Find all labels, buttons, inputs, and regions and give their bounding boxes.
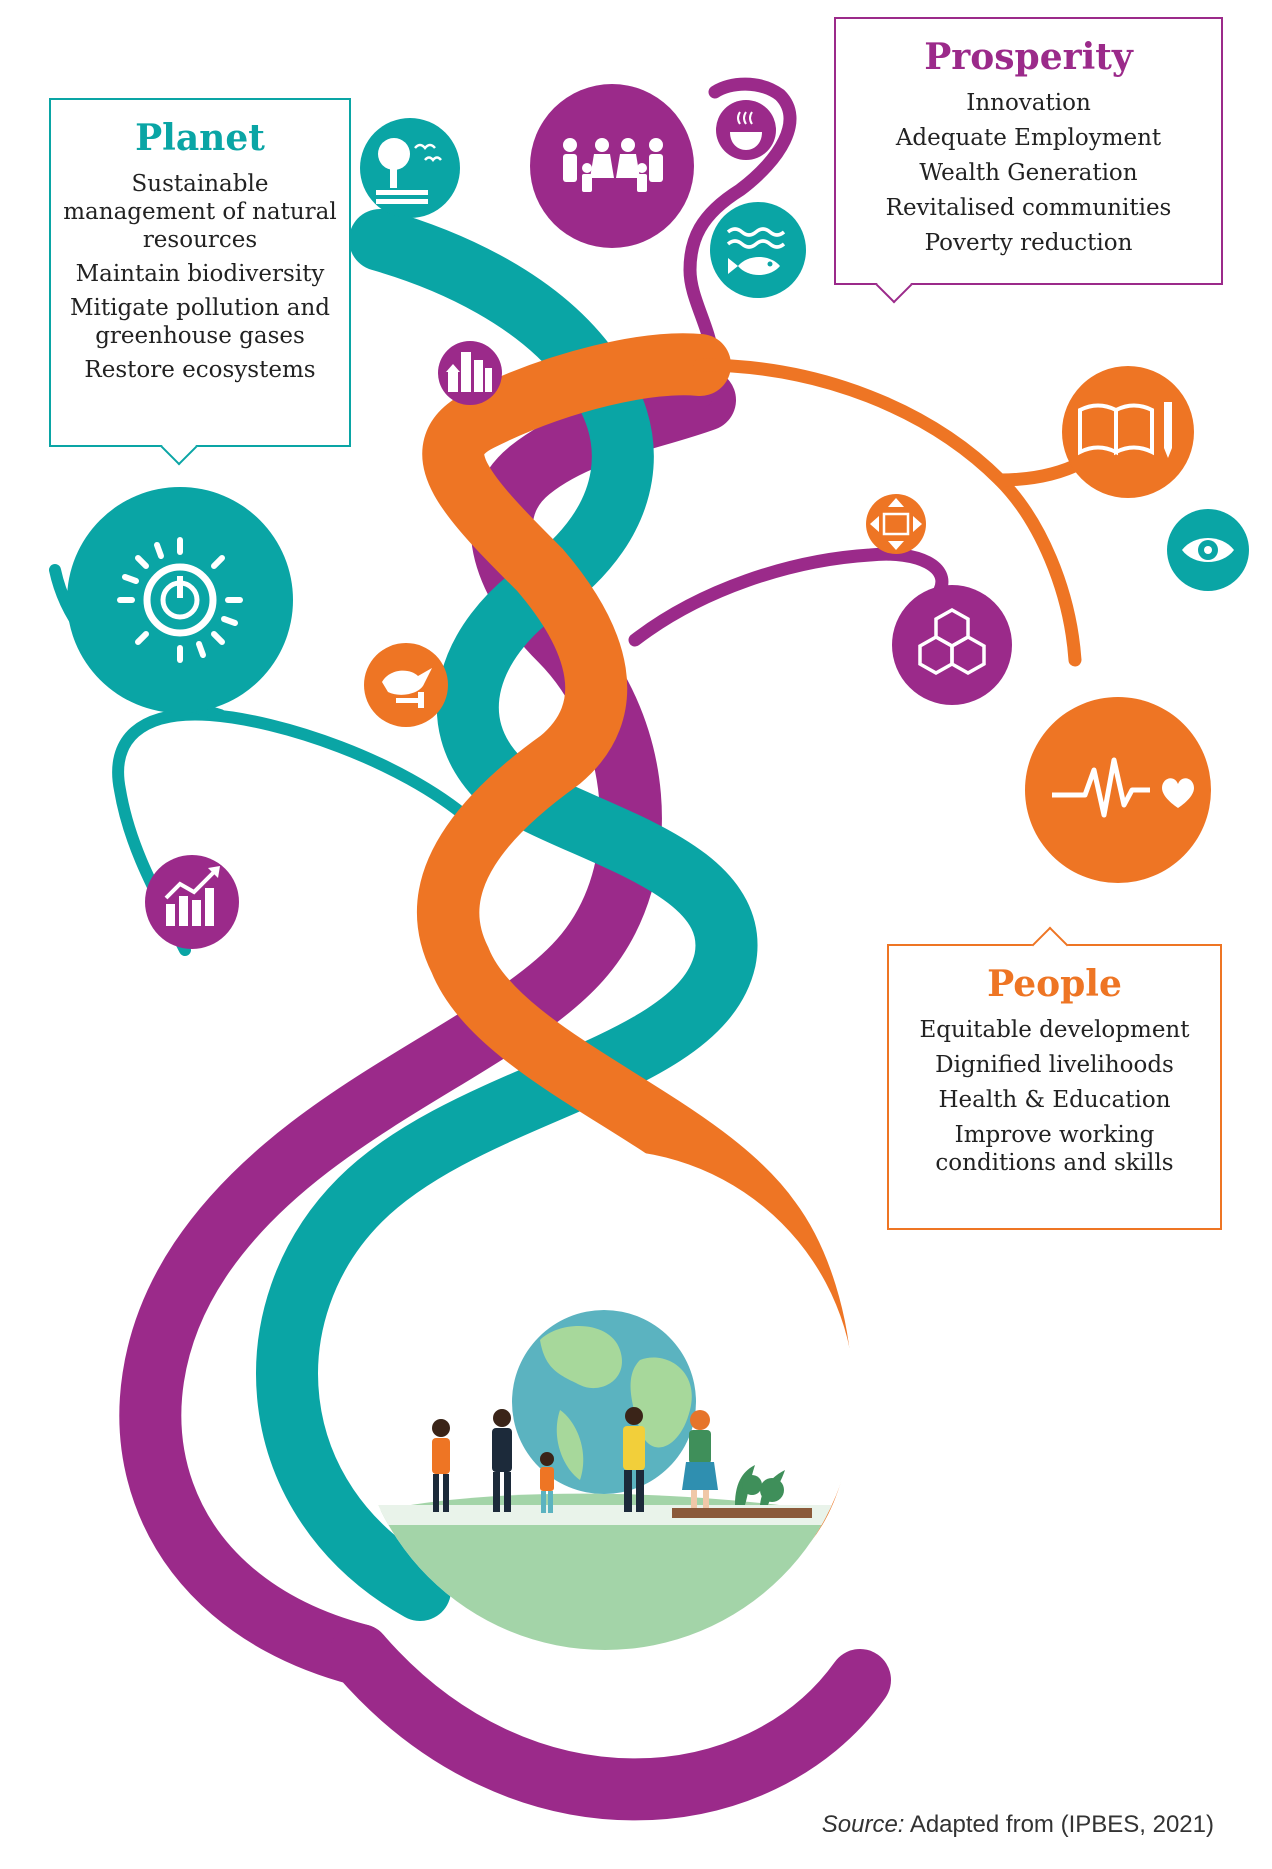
planet-item: Maintain biodiversity [75,261,325,287]
heartbeat-icon[interactable] [1025,697,1211,883]
people-item: Improve working conditions and skills [935,1122,1174,1176]
dove-gavel-icon[interactable] [364,643,448,727]
people-item: Equitable development [919,1017,1190,1043]
planet-item: Sustainable management of natural resour… [63,171,337,253]
family-icon[interactable] [530,84,694,248]
prosperity-ribbon-loop [119,369,736,1686]
people-title: People [987,963,1122,1005]
fish-water-icon[interactable] [710,202,806,298]
prosperity-branch-mid [628,547,949,647]
prosperity-item: Wealth Generation [919,160,1138,186]
prosperity-ribbon [119,77,949,1821]
prosperity-title: Prosperity [924,36,1133,78]
hot-bowl-icon[interactable] [716,100,776,160]
clean-energy-icon[interactable] [67,487,293,713]
person-1 [432,1419,450,1512]
prosperity-item: Revitalised communities [885,195,1172,221]
source-text: Adapted from (IPBES, 2021) [909,1811,1214,1838]
people-item: Dignified livelihoods [935,1052,1174,1078]
planet-title: Planet [135,117,265,159]
planet-item: Mitigate pollution and greenhouse gases [69,295,331,349]
people-group-icon [432,1407,812,1518]
planet-callout: Planet Sustainable management of natural… [49,98,351,447]
people-item: Health & Education [938,1087,1171,1113]
prosperity-item: Poverty reduction [924,230,1133,256]
navigation-arrows-icon[interactable] [866,494,926,554]
person-4 [682,1410,718,1512]
prosperity-item: Adequate Employment [895,125,1162,151]
prosperity-callout: Prosperity Innovation Adequate Employmen… [834,17,1223,285]
city-buildings-icon[interactable] [438,341,502,405]
eye-globe-icon[interactable] [1167,509,1249,591]
source-credit: Source: Adapted from (IPBES, 2021) [822,1811,1214,1839]
people-callout: People Equitable development Dignified l… [887,944,1222,1230]
book-pencil-icon[interactable] [1062,366,1194,498]
prosperity-ribbon-base [329,1624,891,1821]
source-label: Source: [821,1811,905,1838]
tree-birds-icon[interactable] [360,118,460,218]
person-2 [492,1409,512,1512]
person-child [540,1452,554,1513]
prosperity-item: Innovation [966,90,1091,116]
planet-branch-left [112,708,476,956]
person-3 [623,1407,645,1512]
people-branch-right [693,358,1082,667]
cubes-icon[interactable] [892,585,1012,705]
prosperity-branch-upper [683,77,797,407]
plants [735,1465,785,1505]
globe-scene [355,1150,855,1650]
planet-item: Restore ecosystems [84,357,316,383]
earth-globe-icon [512,1310,696,1494]
growth-chart-icon[interactable] [145,855,239,949]
